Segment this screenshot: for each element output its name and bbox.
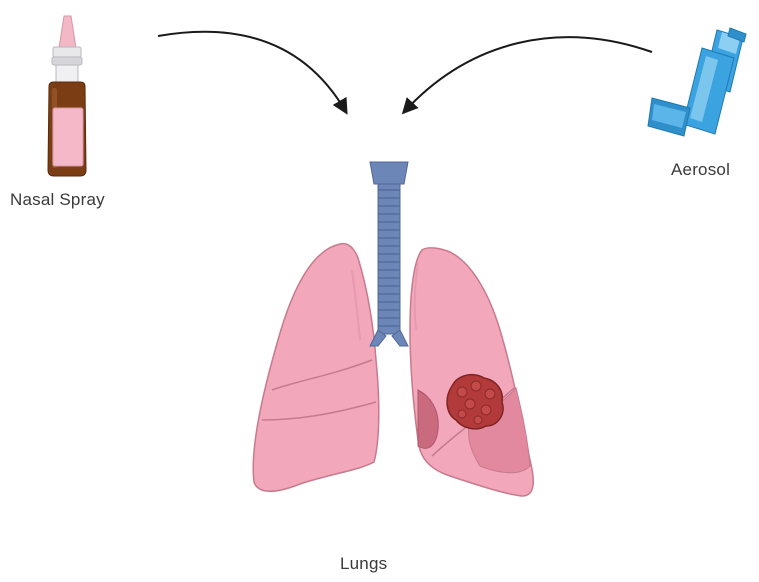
arrow-nasal-to-lungs (158, 32, 346, 112)
inhaler-icon (648, 28, 746, 136)
nasal-spray-label: Nasal Spray (10, 190, 105, 210)
trachea (370, 162, 408, 346)
lungs-illustration (253, 162, 533, 496)
lungs-label: Lungs (340, 554, 387, 574)
left-side-lung (253, 244, 379, 492)
aerosol-label: Aerosol (671, 160, 730, 180)
nasal-spray-bottle-icon (48, 16, 86, 176)
arrow-aerosol-to-lungs (404, 37, 652, 112)
